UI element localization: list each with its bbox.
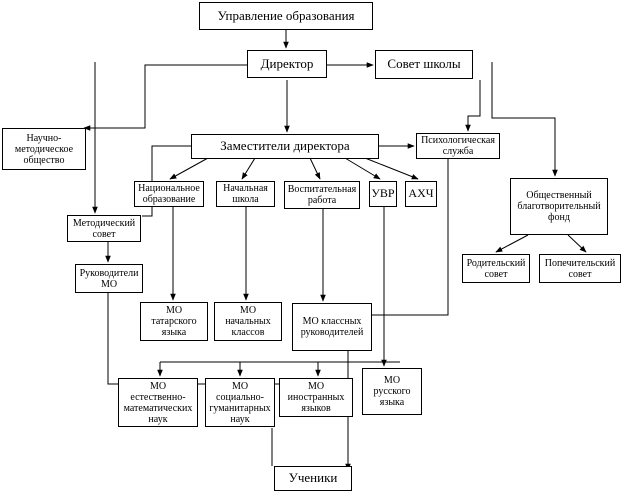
primary-school-label: Начальная школа	[223, 183, 268, 205]
deputies-box: Заместители директора	[191, 134, 379, 159]
primary-school-box: Начальная школа	[216, 181, 275, 207]
arrow-director-society	[83, 64, 247, 131]
method-council-label: Методический совет	[72, 217, 136, 240]
mo-russian-box: МО русского языка	[362, 368, 422, 415]
ahch-box: АХЧ	[405, 181, 437, 207]
deputies-label: Заместители директора	[220, 138, 350, 154]
mo-heads-box: Руководители МО	[75, 264, 143, 293]
science-society-box: Научно- методическое общество	[2, 128, 86, 170]
mo-tatar-box: МО татарского языка	[140, 302, 208, 341]
trustee-council-box: Попечительский совет	[539, 254, 621, 283]
psych-service-label: Психологическая служба	[421, 135, 495, 157]
educational-work-box: Воспитательная работа	[284, 181, 360, 209]
management-label: Управление образования	[217, 7, 355, 23]
educational-work-label: Воспитательная работа	[287, 184, 357, 206]
mo-science-label: МО естественно- математических наук	[123, 380, 193, 425]
school-council-box: Совет школы	[375, 50, 473, 79]
arrow-deputies-primary	[241, 157, 256, 180]
director-box: Директор	[247, 50, 327, 78]
public-fund-box: Общественный благотворительный фонд	[510, 178, 608, 235]
students-box: Ученики	[274, 466, 352, 491]
arrow-deputies-uvr	[344, 157, 381, 180]
ahch-label: АХЧ	[408, 186, 434, 201]
mo-primary-label: МО начальных классов	[225, 305, 271, 338]
line-psych-across	[348, 158, 449, 316]
public-fund-label: Общественный благотворительный фонд	[517, 190, 601, 223]
arrow-council-fund	[491, 62, 558, 177]
arrow-council-psych	[465, 80, 481, 132]
trustee-council-label: Попечительский совет	[544, 257, 616, 280]
mo-heads-label: Руководители МО	[79, 267, 139, 290]
mo-tatar-label: МО татарского языка	[151, 305, 197, 338]
mo-class-heads-box: МО классных руководителей	[292, 303, 372, 351]
mo-class-heads-label: МО классных руководителей	[300, 316, 364, 338]
parent-council-label: Родительский совет	[466, 257, 526, 280]
mo-russian-label: МО русского языка	[373, 375, 411, 408]
school-council-label: Совет школы	[387, 56, 461, 72]
science-society-label: Научно- методическое общество	[14, 132, 74, 166]
mo-humanities-label: МО социально- гуманитарных наук	[209, 380, 271, 425]
mo-foreign-label: МО иностранных языков	[287, 381, 345, 414]
arrow-deputies-ahch	[364, 157, 419, 180]
mo-humanities-box: МО социально- гуманитарных наук	[205, 378, 275, 427]
arrow-fund-trustees	[567, 234, 587, 253]
students-label: Ученики	[288, 470, 338, 486]
parent-council-box: Родительский совет	[462, 254, 530, 283]
psych-service-box: Психологическая служба	[416, 133, 500, 159]
mo-foreign-box: МО иностранных языков	[279, 378, 353, 417]
management-box: Управление образования	[199, 2, 373, 30]
method-council-box: Методический совет	[67, 215, 141, 242]
arrow-deputies-educational	[309, 157, 321, 180]
director-label: Директор	[260, 55, 314, 71]
uvr-label: УВР	[371, 186, 395, 201]
national-edu-box: Национальное образование	[134, 181, 204, 207]
arrow-deputies-national	[169, 157, 209, 180]
mo-science-box: МО естественно- математических наук	[118, 378, 198, 427]
uvr-box: УВР	[369, 181, 397, 207]
national-edu-label: Национальное образование	[138, 183, 200, 205]
mo-primary-box: МО начальных классов	[214, 302, 282, 341]
arrow-fund-parents	[495, 234, 529, 253]
